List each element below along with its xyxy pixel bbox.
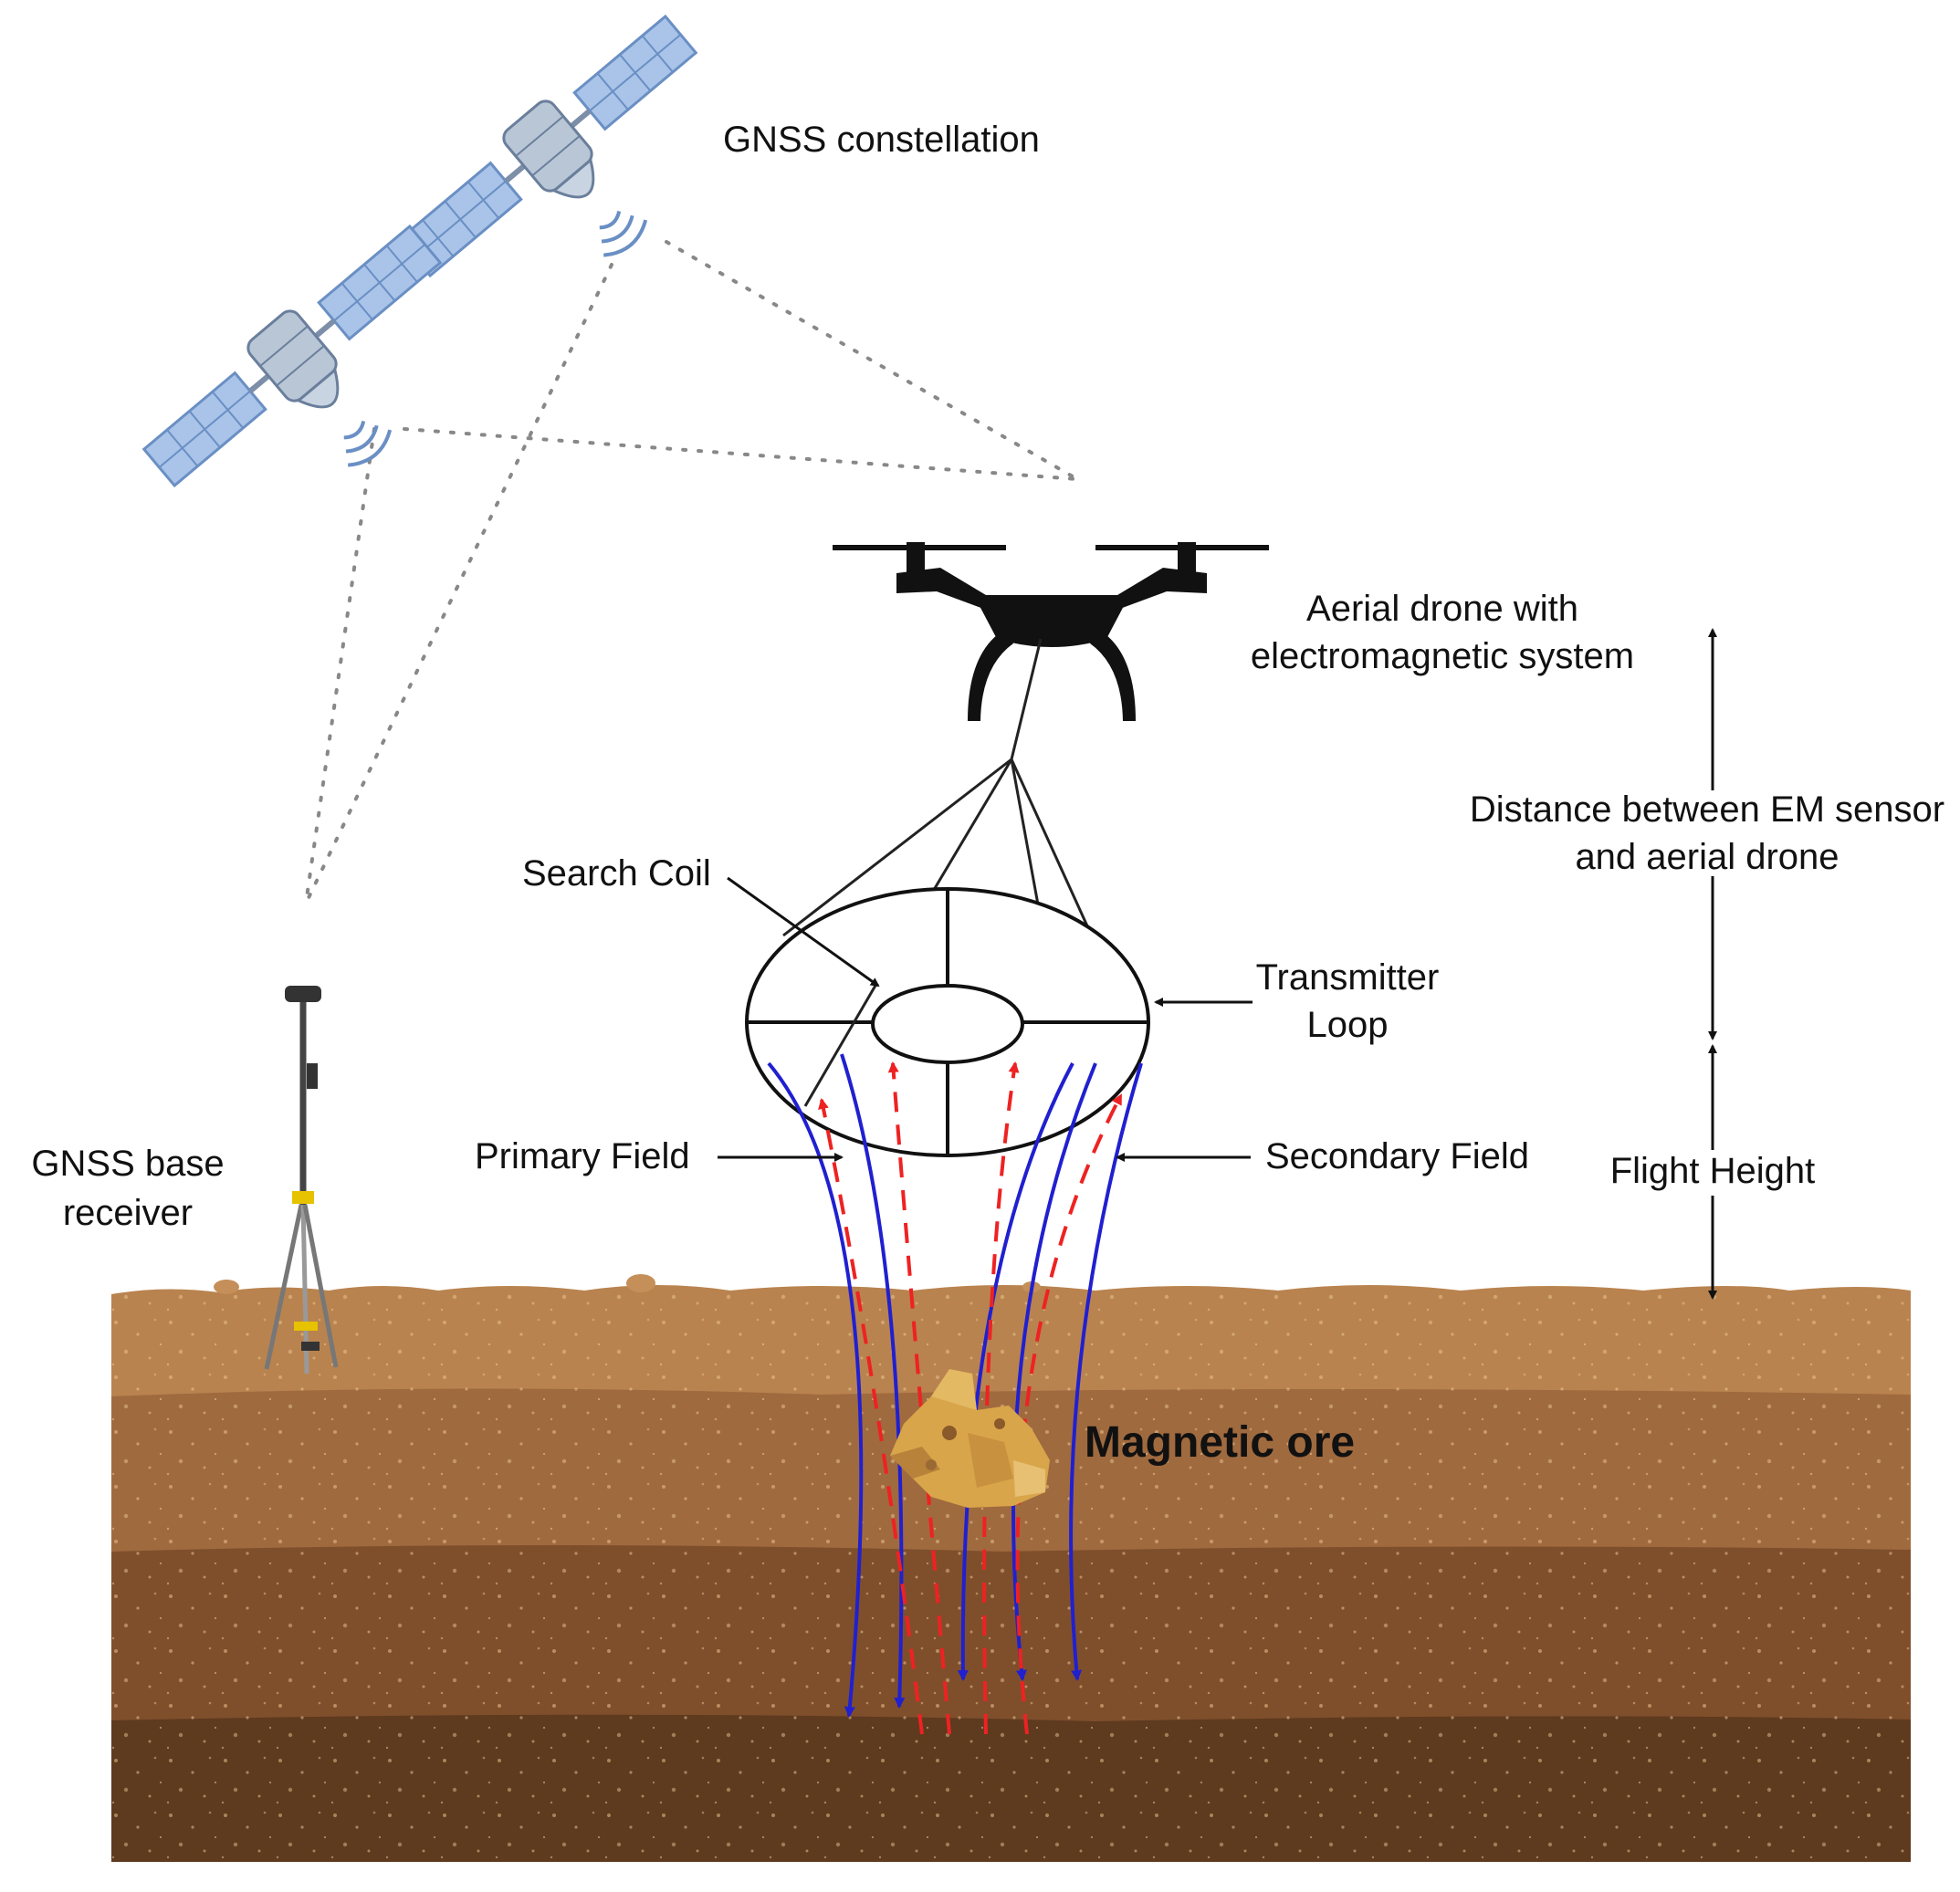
satellite-icon (390, 5, 763, 357)
transmitter-label-line2: Loop (1307, 1005, 1389, 1045)
gnss-base-label-line1: GNSS base (31, 1144, 224, 1184)
gnss-tripod-icon (264, 986, 339, 1375)
annotation-arrows (718, 876, 1253, 1162)
secondary-field-label: Secondary Field (1265, 1136, 1529, 1176)
drone-icon (833, 542, 1269, 721)
ore-icon (890, 1369, 1050, 1508)
gnss-base-label-line2: receiver (63, 1193, 193, 1233)
gnss-signal-lines (304, 240, 1079, 905)
drone-label-line2: electromagnetic system (1251, 636, 1634, 676)
distance-label-line2: and aerial drone (1575, 837, 1839, 877)
transmitter-label-line1: Transmitter (1256, 957, 1440, 998)
search-coil-label: Search Coil (522, 853, 711, 894)
flight-height-label: Flight Height (1610, 1151, 1816, 1191)
gnss-constellation-label: GNSS constellation (723, 120, 1040, 160)
distance-label-line1: Distance between EM sensor (1470, 789, 1944, 830)
satellite-icon (134, 215, 508, 567)
primary-field-label: Primary Field (475, 1136, 690, 1176)
ground-soil (111, 1274, 1911, 1862)
magnetic-ore-label: Magnetic ore (1085, 1418, 1355, 1467)
drone-label-line1: Aerial drone with (1306, 589, 1578, 629)
secondary-field-lines (818, 1061, 1123, 1735)
search-coil (871, 984, 1024, 1064)
